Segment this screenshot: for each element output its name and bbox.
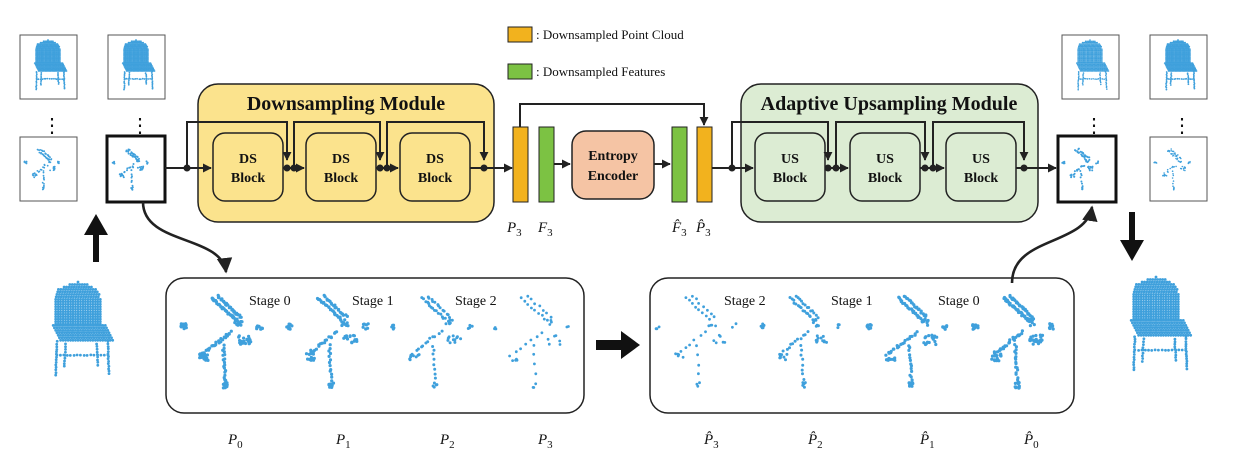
p3-skip-arrow (519, 103, 709, 127)
label-p2: P2 (439, 432, 455, 451)
down-stage-0-label: Stage 0 (249, 294, 291, 309)
patch-thumbnail-3 (23, 148, 60, 191)
upsampling-stages-panel (649, 277, 1075, 414)
up-stage-2-label: Stage 2 (724, 294, 766, 309)
ellipsis-left-2: ⋮ (130, 115, 150, 137)
label-p3-bottom: P3 (537, 432, 553, 451)
ds-block-2-line1: DS (332, 152, 350, 167)
output-thumbnail-4 (1149, 136, 1208, 202)
out-chair-thumbnail-2 (1163, 39, 1198, 91)
chair-thumbnail-1 (33, 39, 68, 91)
down-stage-1-label: Stage 1 (352, 294, 394, 309)
up-stage-0-points (971, 293, 1055, 390)
ds-block-2: DS Block (305, 132, 377, 202)
legend-point-cloud-swatch (507, 26, 533, 43)
ds-block-1: DS Block (212, 132, 284, 202)
us-block-1-line1: US (781, 152, 799, 167)
output-patch-selected (1056, 134, 1118, 204)
label-p0: P0 (227, 432, 243, 451)
us-block-3-line2: Block (964, 171, 998, 186)
label-p1: P1 (335, 432, 351, 451)
legend-features-label: : Downsampled Features (536, 64, 665, 79)
input-chair-cloud (51, 280, 115, 377)
us-block-3-line1: US (972, 152, 990, 167)
ds-connections (165, 121, 513, 173)
label-p3-hat-bottom: P̂3 (703, 432, 719, 451)
down-arrow (1120, 212, 1144, 261)
out-patch-selected-points (1061, 147, 1100, 191)
legend-point-cloud-label: : Downsampled Point Cloud (536, 27, 684, 42)
ellipsis-left-1: ⋮ (42, 115, 62, 137)
label-p3-hat: P̂3 (695, 220, 711, 239)
chair-thumbnail-2 (121, 39, 156, 91)
ds-block-1-line2: Block (231, 171, 265, 186)
down-stage-1-points (285, 293, 370, 389)
label-f3-hat: F̂3 (671, 220, 687, 239)
output-thumbnails: ⋮ ⋮ (1056, 34, 1208, 204)
label-f3: F3 (537, 220, 553, 239)
f3-hat-bar (671, 126, 688, 203)
ellipsis-right-2: ⋮ (1172, 115, 1192, 137)
input-thumbnails: ⋮ ⋮ (19, 34, 167, 204)
label-p0-hat: P̂0 (1023, 432, 1039, 451)
downsampling-stages-panel (165, 277, 585, 414)
down-stage-2-label: Stage 2 (455, 294, 497, 309)
us-block-1-line2: Block (773, 171, 807, 186)
ellipsis-right-1: ⋮ (1084, 115, 1104, 137)
down-stage-2-points (390, 295, 474, 389)
patch-selected-points (111, 148, 149, 191)
up-stage-3-points (654, 294, 738, 388)
up-stage-1-label: Stage 1 (831, 294, 873, 309)
input-patch-selected (105, 134, 167, 204)
ds-block-1-line1: DS (239, 152, 257, 167)
out-chair-thumbnail-1 (1076, 39, 1110, 91)
panel-to-output-patch-curve (1010, 205, 1098, 284)
us-block-2-line2: Block (868, 171, 902, 186)
us-block-3: US Block (945, 132, 1017, 202)
p3-bar (512, 126, 529, 203)
label-p3: P3 (506, 220, 522, 239)
upsampling-module-title: Adaptive Upsampling Module (761, 93, 1018, 115)
up-stage-2-points (759, 294, 841, 389)
ds-block-3-line1: DS (426, 152, 444, 167)
down-stage-3-points (493, 294, 570, 389)
p3-hat-bar (696, 126, 713, 203)
us-block-2: US Block (849, 132, 921, 202)
label-p2-hat: P̂2 (807, 432, 823, 451)
ds-block-3-line2: Block (418, 171, 452, 186)
legend: : Downsampled Point Cloud : Downsampled … (507, 26, 684, 80)
input-thumbnail-3 (19, 136, 78, 202)
up-stage-0-label: Stage 0 (938, 294, 980, 309)
ds-block-3: DS Block (399, 132, 471, 202)
entropy-encoder-line1: Entropy (588, 149, 638, 164)
panel-transfer-arrow (596, 331, 640, 359)
up-arrow (84, 214, 108, 262)
us-block-1: US Block (754, 132, 826, 202)
label-p1-hat: P̂1 (919, 432, 935, 451)
input-patch-to-panel-curve (141, 201, 233, 274)
output-chair-cloud (1129, 275, 1193, 372)
entropy-encoder-box (571, 130, 655, 200)
f3-bar (538, 126, 555, 203)
up-stage-1-points (865, 294, 949, 388)
downsampling-module-title: Downsampling Module (247, 93, 445, 115)
down-stage-0-points (179, 293, 264, 390)
us-block-2-line1: US (876, 152, 894, 167)
us-connections (712, 121, 1057, 173)
ds-block-2-line2: Block (324, 171, 358, 186)
out-patch-thumbnail-4 (1153, 148, 1191, 191)
entropy-encoder-line2: Encoder (588, 169, 639, 184)
legend-features-swatch (507, 63, 533, 80)
